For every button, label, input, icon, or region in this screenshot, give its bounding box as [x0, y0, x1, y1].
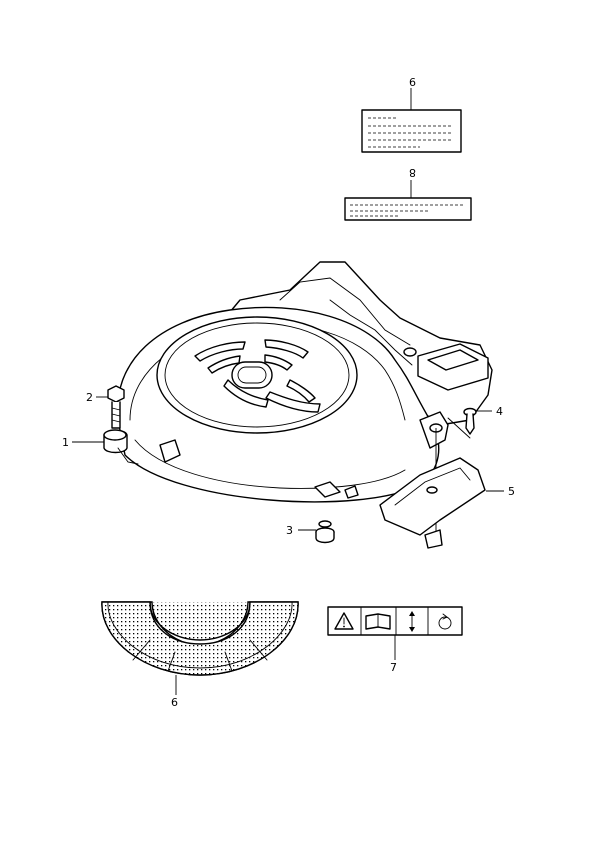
callout-2: 2 [86, 391, 93, 404]
part-3-grommet: 3 [286, 520, 335, 544]
part-5-bracket: 5 [379, 457, 515, 549]
callout-7: 7 [390, 661, 397, 674]
callout-3: 3 [286, 524, 293, 537]
callout-9: 9 [409, 75, 416, 88]
callout-5: 5 [508, 485, 515, 498]
part-9-decal: 9 [361, 75, 462, 153]
part-1-flywheel-cover [103, 261, 493, 540]
manual-book-icon [365, 613, 391, 630]
callout-6: 6 [171, 696, 178, 709]
part-7-warning-label: 7 [327, 606, 463, 674]
part-2-bolt: 2 [86, 385, 125, 429]
part-1-leader: 1 [62, 436, 104, 449]
warning-triangle-icon [334, 612, 354, 630]
callout-8: 8 [409, 166, 416, 179]
callout-1: 1 [62, 436, 69, 449]
part-6-mat: 6 [101, 601, 299, 709]
part-4-screw: 4 [447, 405, 503, 439]
part-8-decal: 8 [344, 166, 472, 221]
callout-4: 4 [496, 405, 503, 418]
up-down-arrow-icon [409, 611, 415, 632]
rotation-icon [438, 613, 452, 630]
